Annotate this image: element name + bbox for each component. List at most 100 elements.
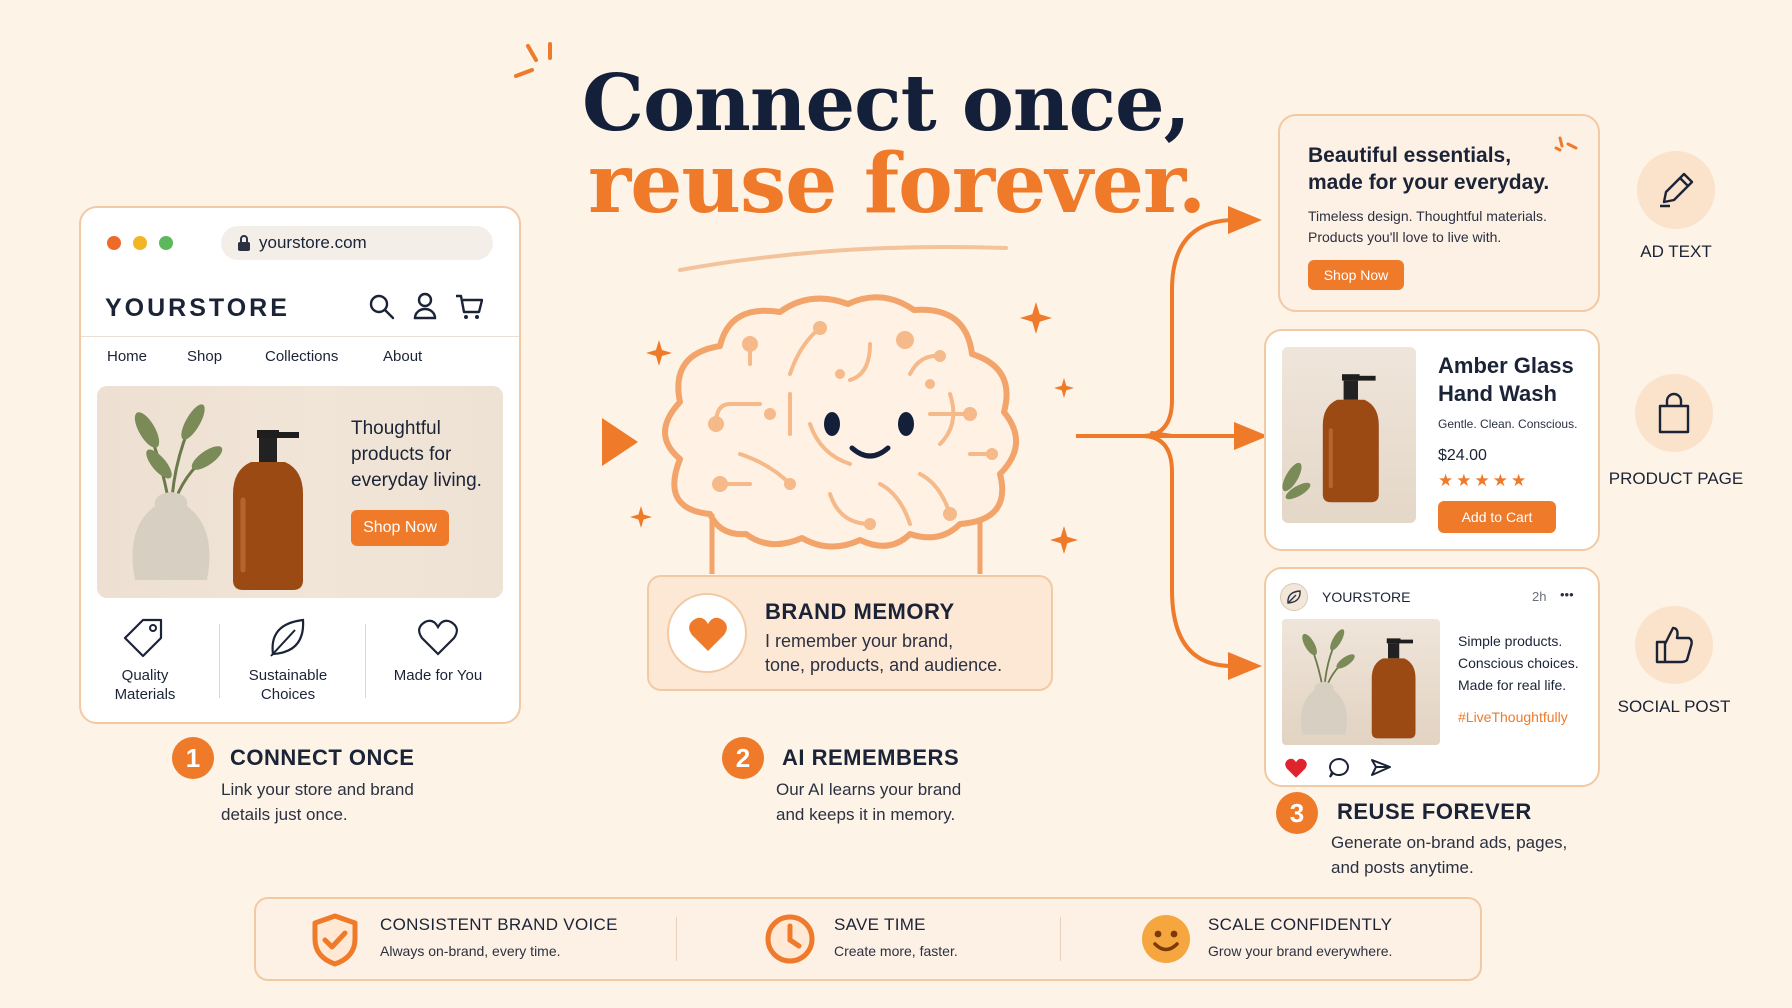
nav-collections[interactable]: Collections (265, 348, 339, 365)
social-post-time: 2h (1532, 589, 1547, 604)
vase-plant-image (132, 404, 223, 580)
feature-made-for-you: Made for You (393, 667, 483, 684)
clock-icon (765, 914, 815, 964)
headline-underline (678, 244, 1008, 272)
nav-about[interactable]: About (383, 348, 423, 365)
product-image (1282, 347, 1416, 523)
benefit-1-title: CONSISTENT BRAND VOICE (380, 915, 618, 934)
social-post-card: YOURSTORE 2h ••• Simple products. Consci… (1264, 567, 1600, 787)
shield-check-icon (312, 913, 358, 967)
window-dot-yellow (133, 236, 147, 250)
ad-text-icon-badge (1637, 151, 1715, 229)
social-bottle-image (1371, 638, 1416, 739)
social-account-name: YOURSTORE (1322, 589, 1411, 605)
add-to-cart-button[interactable]: Add to Cart (1438, 501, 1556, 533)
store-preview-card: yourstore.com YOURSTORE Home Shop Collec… (79, 206, 521, 724)
product-name-line1: Amber Glass (1438, 353, 1574, 378)
social-text-line1: Simple products. (1458, 633, 1563, 649)
sparkle-icon-4 (630, 506, 652, 528)
benefit-3-title: SCALE CONFIDENTLY (1208, 915, 1393, 934)
product-rating-stars: ★★★★★ (1438, 471, 1529, 491)
rating-star: ★ (1511, 471, 1530, 490)
product-page-card: Amber Glass Hand Wash Gentle. Clean. Con… (1264, 329, 1600, 551)
ad-text-card: Beautiful essentials, made for your ever… (1278, 114, 1600, 312)
ad-body-line2: Products you'll love to live with. (1308, 229, 1502, 245)
hero-shop-now-button[interactable]: Shop Now (351, 510, 449, 546)
cart-icon[interactable] (455, 294, 483, 320)
social-hashtag[interactable]: #LiveThoughtfully (1458, 709, 1568, 725)
user-icon[interactable] (413, 292, 437, 320)
nav-home[interactable]: Home (107, 348, 148, 365)
heart-outline-icon (418, 619, 458, 656)
search-icon[interactable] (369, 294, 395, 320)
benefit-divider-1 (676, 917, 677, 961)
step-1-number: 1 (172, 737, 214, 779)
url-text: yourstore.com (259, 233, 367, 252)
rating-star: ★ (1492, 471, 1511, 490)
brand-memory-card: BRAND MEMORY I remember your brand, tone… (647, 575, 1053, 691)
leaf-icon (270, 618, 305, 657)
social-text-line2: Conscious choices. (1458, 655, 1579, 671)
sparkle-icon-5 (1050, 526, 1078, 554)
rating-star: ★ (1474, 471, 1493, 490)
lock-icon (238, 235, 250, 251)
tag-icon (123, 618, 163, 658)
ad-body-line1: Timeless design. Thoughtful materials. (1308, 208, 1547, 224)
headline-line2: reuse forever. (588, 136, 1206, 232)
brand-memory-heart-badge (667, 593, 747, 673)
ad-accent-lines-icon (1554, 136, 1578, 152)
thumbs-up-icon (1655, 626, 1693, 664)
headline-line1: Connect once, (582, 58, 1191, 149)
product-tagline: Gentle. Clean. Conscious. (1438, 417, 1578, 431)
benefit-2-text: Create more, faster. (834, 943, 958, 959)
benefit-divider-2 (1060, 917, 1061, 961)
benefit-3-text: Grow your brand everywhere. (1208, 943, 1393, 959)
rating-star: ★ (1456, 471, 1475, 490)
arrow-right-1 (522, 418, 638, 466)
ad-shop-now-button[interactable]: Shop Now (1308, 260, 1404, 290)
social-post-label: SOCIAL POST (1617, 697, 1731, 716)
ad-text-label: AD TEXT (1640, 242, 1712, 261)
window-dot-red (107, 236, 121, 250)
ad-headline-line2: made for your everyday. (1308, 171, 1550, 194)
store-nav-divider (81, 336, 519, 337)
step-1-title: CONNECT ONCE (230, 745, 415, 770)
brain-illustration (662, 294, 1020, 574)
step-3-title: REUSE FOREVER (1337, 799, 1532, 824)
comment-icon[interactable] (1328, 757, 1350, 779)
product-price: $24.00 (1438, 447, 1487, 464)
sparkle-icon-2 (1020, 302, 1052, 334)
social-post-icon-badge (1635, 606, 1713, 684)
step-2-line2: and keeps it in memory. (776, 805, 956, 824)
like-heart-icon[interactable] (1284, 757, 1308, 779)
step-2-number: 2 (722, 737, 764, 779)
rating-star: ★ (1438, 471, 1457, 490)
leaf-logo-icon (1287, 590, 1301, 604)
product-page-icon-badge (1635, 374, 1713, 452)
step-1-line2: details just once. (221, 805, 348, 824)
store-logo[interactable]: YOURSTORE (105, 294, 290, 322)
window-dot-green (159, 236, 173, 250)
benefit-1-text: Always on-brand, every time. (380, 943, 561, 959)
shopping-bag-icon (1658, 392, 1690, 434)
amber-bottle-image (233, 430, 303, 590)
benefits-bar: CONSISTENT BRAND VOICE Always on-brand, … (254, 897, 1482, 981)
hero-text: Thoughtful products for everyday living. (351, 418, 482, 491)
step-2-line1: Our AI learns your brand (776, 780, 962, 799)
step-3-number: 3 (1276, 792, 1318, 834)
share-icon[interactable] (1370, 757, 1392, 779)
benefit-2-title: SAVE TIME (834, 915, 926, 934)
nav-shop[interactable]: Shop (187, 348, 223, 365)
sparkle-icon-1 (646, 340, 672, 366)
social-post-image (1282, 619, 1440, 745)
product-leaf-image (1282, 462, 1311, 500)
step-3-line1: Generate on-brand ads, pages, (1331, 833, 1568, 852)
social-text-line3: Made for real life. (1458, 677, 1567, 693)
social-more-menu[interactable]: ••• (1560, 587, 1574, 602)
step-2-title: AI REMEMBERS (782, 745, 960, 770)
social-vase-image (1300, 629, 1355, 735)
feature-divider-2 (365, 624, 366, 698)
heart-icon (689, 617, 727, 651)
url-bar[interactable]: yourstore.com (221, 226, 493, 260)
sparkle-icon-3 (1054, 378, 1074, 398)
